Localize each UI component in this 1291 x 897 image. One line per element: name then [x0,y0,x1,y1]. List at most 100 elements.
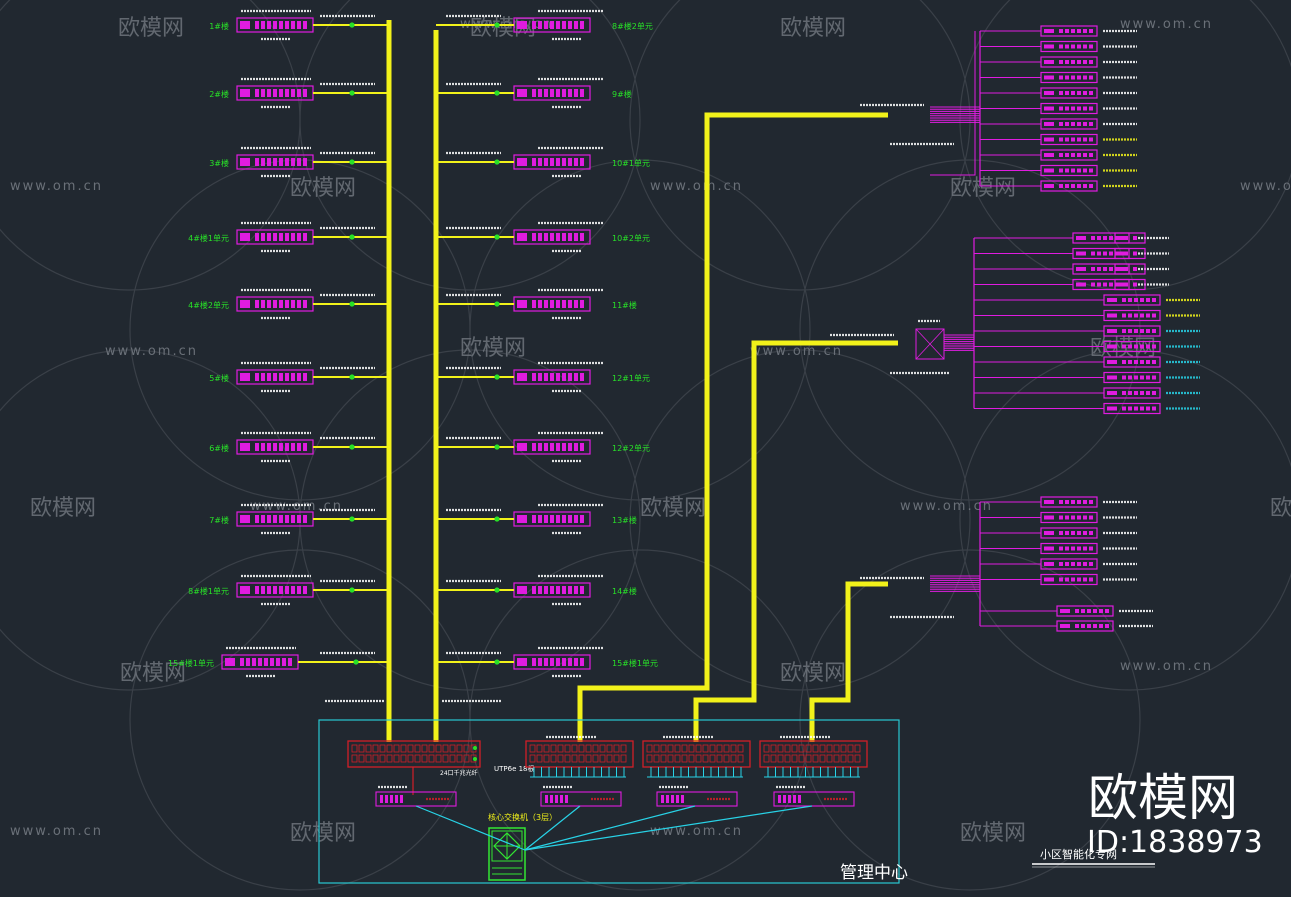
aggregation-port [351,744,358,753]
left-building-label: 4#楼1单元 [188,233,229,243]
switch-uplink [1107,329,1117,333]
switch-port [303,443,307,451]
switch-port [1059,75,1063,80]
switch-port [1140,375,1144,380]
switch-body [1103,294,1161,306]
switch-port [1077,91,1081,95]
floor-switch [1040,87,1098,99]
watermark-site: www.om.cn [1240,179,1291,194]
watermark-brand: 欧模网 [30,496,96,521]
switch-port [1115,267,1119,271]
switch-body [1040,496,1098,508]
switch-port [303,300,307,308]
switch-port [1091,251,1095,256]
switch-port [1089,44,1093,49]
left-row: 7#楼 [209,503,389,535]
watermark-id: ID:1838973 [1087,825,1263,860]
switch-port [297,233,301,241]
switch-port [1128,375,1132,380]
left-building-label: 6#楼 [209,443,229,453]
switch-port [261,586,265,594]
switch-port [1077,137,1081,142]
cabinet-port [688,754,695,763]
cabinet-port [660,754,667,763]
floor-switch [1040,149,1098,161]
cabinet-port [819,754,826,763]
utp-label: UTP6e 18根 [494,764,535,773]
switch-body [1040,102,1098,115]
right-row: 10#2单元 [436,221,650,253]
management-center: 管理中心 核心交换机（3层） UTP6e 18根 24口千兆光纤 [318,719,908,884]
switch-port [1071,153,1075,157]
switch-port [1077,168,1081,173]
cabinet-port [564,754,571,763]
switch-port [1077,500,1081,504]
switch-port [1071,122,1075,126]
switch-port [568,443,572,451]
cabinet-port [646,754,653,763]
watermark-site: www.om.cn [10,824,103,839]
watermark-site: www.om.cn [250,499,343,514]
cabinet-port [653,744,660,753]
left-building-label: 8#楼1单元 [188,586,229,596]
switch-port [273,158,277,166]
left-access-switch [236,229,314,245]
switch-port [538,443,542,451]
switch-port [261,21,265,29]
switch-port [1122,391,1126,395]
switch-port [1089,168,1093,173]
switch-port [1152,406,1156,411]
watermark-brand: 欧模网 [120,661,186,686]
switch-port [273,443,277,451]
cabinet-port [606,754,613,763]
left-building-label: 1#楼 [209,21,229,31]
patch-panel-port [550,795,553,803]
switch-uplink [1044,153,1054,157]
switch-port [580,300,584,308]
cabinet-port [709,744,716,753]
switch-port [1128,344,1132,349]
switch-port [1089,515,1093,520]
patch-panel-port [798,795,801,803]
cabinet-port [702,754,709,763]
switch-port [1059,168,1063,173]
cabinet-port [599,754,606,763]
aggregation-port [442,744,449,753]
cabinet-port [543,754,550,763]
right-access-switch [513,654,591,670]
aggregation-port [435,754,442,763]
switch-port [1059,562,1063,566]
patch-panel-port [681,795,684,803]
trunk-to-group-c [809,581,888,742]
switch-port [1134,360,1138,364]
switch-body [1040,164,1098,177]
switch-port [285,515,289,523]
switch-port [1071,562,1075,566]
switch-port [1065,577,1069,582]
switch-uplink [1118,251,1128,256]
switch-port [267,21,271,29]
switch-port [1089,91,1093,95]
switch-port [1089,29,1093,33]
cabinet-port [557,744,564,753]
switch-port [1083,106,1087,111]
switch-port [267,300,271,308]
switch-port [297,300,301,308]
switch-port [1065,91,1069,95]
switch-port [273,515,277,523]
switch-body [1040,56,1098,68]
switch-port [1122,360,1126,364]
switch-uplink [517,89,527,97]
left-building-label: 15#楼1单元 [168,658,214,668]
right-row: 9#楼 [436,77,632,109]
aggregation-switch [347,740,481,795]
aggregation-port [421,744,428,753]
right-fiber-node [494,587,500,593]
right-building-label: 10#1单元 [612,158,650,168]
cabinet-port [667,754,674,763]
aggregation-switch-body [347,740,481,768]
watermark-brand: 欧模网 [118,16,184,41]
aggregation-port [414,744,421,753]
cabinet-port [571,754,578,763]
switch-port [1093,609,1097,613]
